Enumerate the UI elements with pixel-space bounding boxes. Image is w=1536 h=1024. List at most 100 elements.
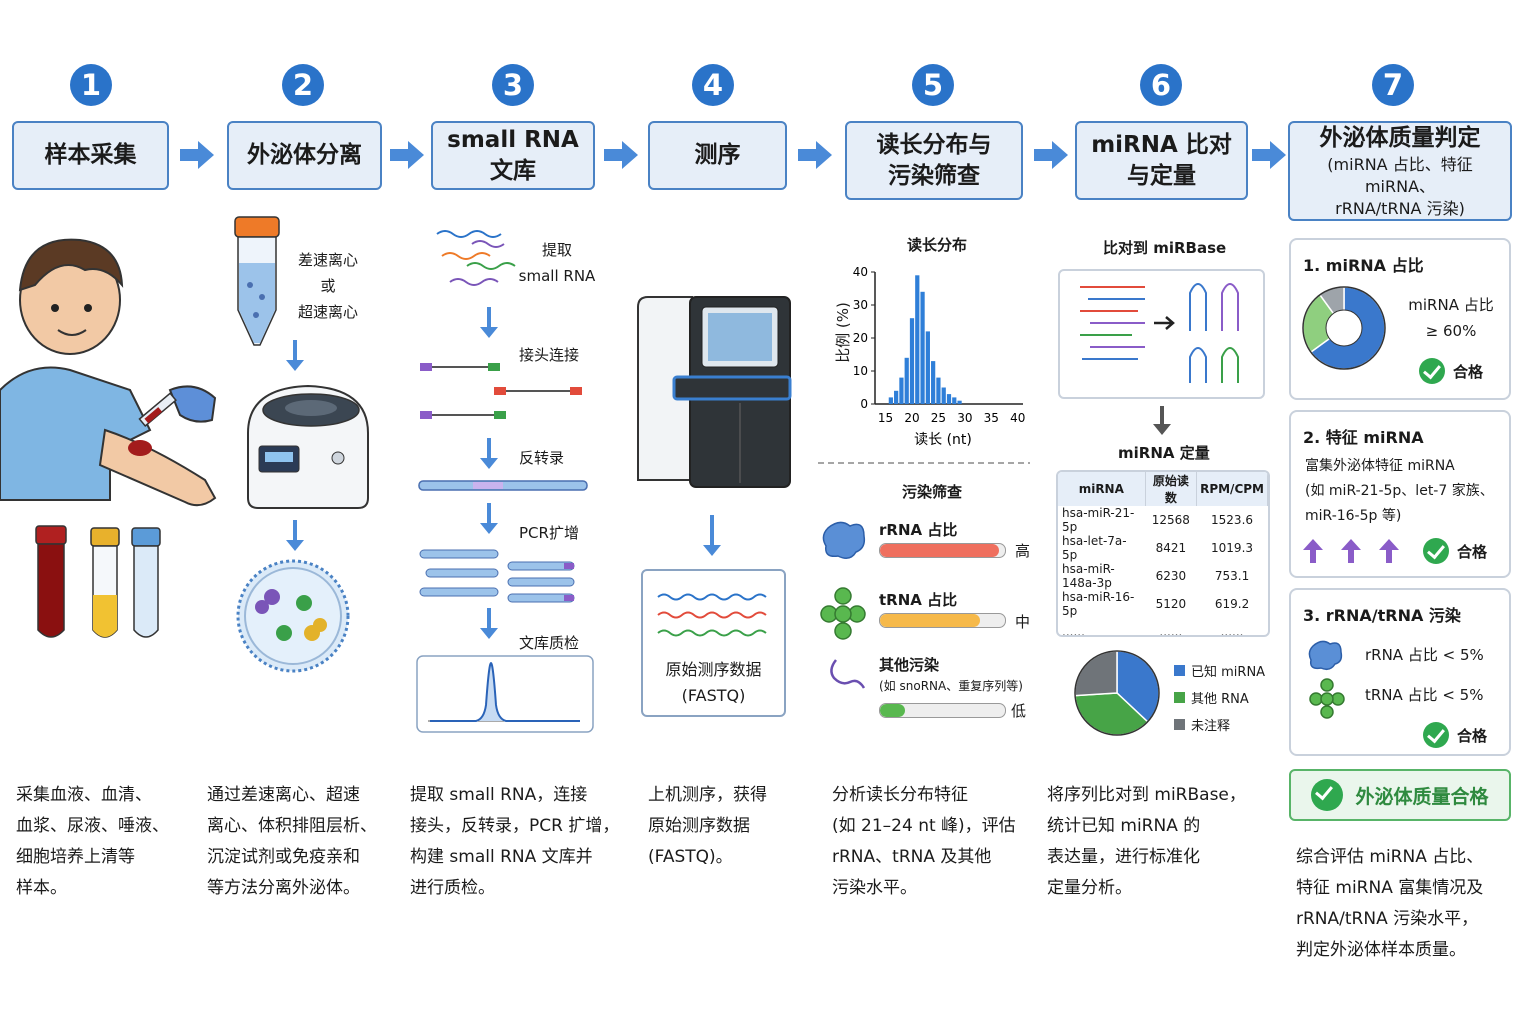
table-header-cell: miRNA — [1058, 472, 1146, 506]
raw-data-card: 原始测序数据 (FASTQ) — [641, 569, 786, 717]
arrow-down-icon — [480, 608, 498, 639]
step-number-3: 3 — [492, 64, 534, 106]
y-tick-label: 0 — [860, 397, 868, 411]
pass-badge: 合格 — [1419, 358, 1483, 384]
y-tick-label: 10 — [853, 364, 868, 378]
sequencer-machine-icon — [637, 296, 792, 488]
sample-tubes-illustration — [35, 525, 161, 638]
table-cell: 753.1 — [1214, 569, 1250, 583]
other-level-fill — [880, 704, 905, 717]
table-cell: 5120 — [1155, 597, 1187, 611]
table-row: hsa-let-7a-5p 8421 1019.3 — [1058, 534, 1268, 562]
table-cell: hsa-miR-148a-3p — [1062, 562, 1115, 590]
arrow-down-icon — [286, 340, 304, 371]
other-rna-strand-icon — [830, 659, 866, 689]
y-tick-label: 30 — [853, 298, 868, 312]
x-tick-label: 20 — [904, 411, 919, 425]
table-cell: ...... — [1220, 624, 1244, 637]
table-header-cell: 原始读数 — [1145, 472, 1198, 506]
mirna-ratio-text: miRNA 占比 ≥ 60% — [1408, 296, 1494, 340]
histogram-bar — [952, 397, 957, 404]
description-step-5: 分析读长分布特征 (如 21–24 nt 峰)，评估 rRNA、tRNA 及其他… — [832, 785, 1016, 898]
table-cell: hsa-let-7a-5p — [1062, 534, 1127, 562]
histogram-bar — [931, 361, 936, 404]
x-tick-label: 40 — [1010, 411, 1025, 425]
y-tick-label: 20 — [853, 331, 868, 345]
description-step-4: 上机测序，获得 原始测序数据 (FASTQ)。 — [648, 785, 767, 867]
description-step-6: 将序列比对到 miRBase， 统计已知 miRNA 的 表达量，进行标准化 定… — [1047, 785, 1246, 898]
legend-swatch — [1174, 692, 1185, 703]
arrow-down-icon — [480, 307, 498, 338]
histogram-bar — [936, 377, 941, 404]
table-cell: 1019.3 — [1211, 541, 1254, 555]
other-level-bar — [879, 703, 1006, 718]
table-cell: 8421 — [1155, 541, 1187, 555]
histogram-bar — [904, 357, 909, 404]
panel-title: 3. rRNA/tRNA 污染 — [1303, 606, 1461, 625]
rrna-level-text: 高 — [1015, 542, 1031, 560]
dashed-divider — [818, 462, 1030, 464]
table-cell: hsa-miR-16-5p — [1062, 590, 1135, 618]
align-title: 比对到 miRBase — [1103, 239, 1227, 257]
arrow-down-icon — [1153, 406, 1171, 435]
rrna-molecule-icon — [1308, 640, 1343, 671]
arrow-down-icon — [703, 515, 721, 556]
final-quality-badge: 外泌体质量合格 — [1289, 769, 1511, 821]
x-tick-label: 25 — [931, 411, 946, 425]
alignment-card — [1058, 269, 1265, 399]
arrow-right-icon — [798, 141, 832, 169]
step-number-1: 1 — [70, 64, 112, 106]
up-arrow-icon — [1341, 539, 1361, 563]
step-title: 测序 — [694, 142, 741, 168]
description-step-3: 提取 small RNA，连接 接头，反转录，PCR 扩增， 构建 small … — [410, 785, 620, 898]
panel-title: 1. miRNA 占比 — [1303, 256, 1424, 275]
arrow-right-icon — [390, 141, 424, 169]
rrna-level-bar — [879, 543, 1006, 558]
legend-label: 已知 miRNA — [1191, 665, 1266, 680]
arrow-right-icon — [180, 141, 214, 169]
sequence-reads-icon — [657, 593, 767, 637]
step-number-4: 4 — [692, 64, 734, 106]
rrna-threshold-text: rRNA 占比 < 5% — [1365, 646, 1484, 664]
rrna-label: rRNA 占比 — [879, 521, 958, 539]
check-circle-icon — [1423, 538, 1449, 564]
pie-slice — [1074, 650, 1118, 697]
legend-entry: 未注释 — [1174, 711, 1265, 738]
panel-title: 2. 特征 miRNA — [1303, 428, 1424, 447]
step-box-sequencing: 测序 — [648, 121, 787, 190]
check-circle-icon — [1423, 722, 1449, 748]
table-cell: 12568 — [1151, 513, 1190, 527]
mirna-composition-pie — [1074, 650, 1160, 736]
step-number-7: 7 — [1372, 64, 1414, 106]
step-title: miRNA 比对 与定量 — [1091, 131, 1232, 189]
trna-level-text: 中 — [1015, 613, 1031, 631]
histogram-bar — [909, 318, 915, 404]
table-cell: 6230 — [1155, 569, 1187, 583]
trna-label: tRNA 占比 — [879, 591, 958, 609]
pass-badge: 合格 — [1423, 538, 1487, 564]
x-tick-label: 30 — [957, 411, 972, 425]
trna-molecule-icon — [1309, 678, 1345, 719]
legend-entry: 其他 RNA — [1174, 684, 1265, 711]
adapter-ligation-label: 接头连接 — [519, 346, 580, 364]
donut-hole — [1325, 309, 1363, 347]
reverse-transcription-label: 反转录 — [519, 449, 565, 467]
pass-label: 合格 — [1457, 726, 1488, 745]
pass-label: 合格 — [1457, 542, 1488, 561]
x-axis-label: 读长 (nt) — [914, 431, 972, 448]
quant-title: miRNA 定量 — [1118, 444, 1210, 462]
up-arrow-icon — [1303, 539, 1323, 563]
panel-signature-mirna: 2. 特征 miRNA 富集外泌体特征 miRNA (如 miR-21-5p、l… — [1289, 410, 1511, 578]
cdna-strand-icon — [418, 480, 588, 491]
arrow-right-icon — [1034, 141, 1068, 169]
arrow-right-icon — [604, 141, 638, 169]
step-box-read-length: 读长分布与 污染筛查 — [845, 121, 1023, 200]
other-contamination-label: 其他污染 — [879, 656, 940, 674]
table-header-cell: RPM/CPM — [1196, 472, 1268, 506]
exosome-vesicle-icon — [236, 559, 350, 673]
other-level-text: 低 — [1011, 702, 1027, 720]
